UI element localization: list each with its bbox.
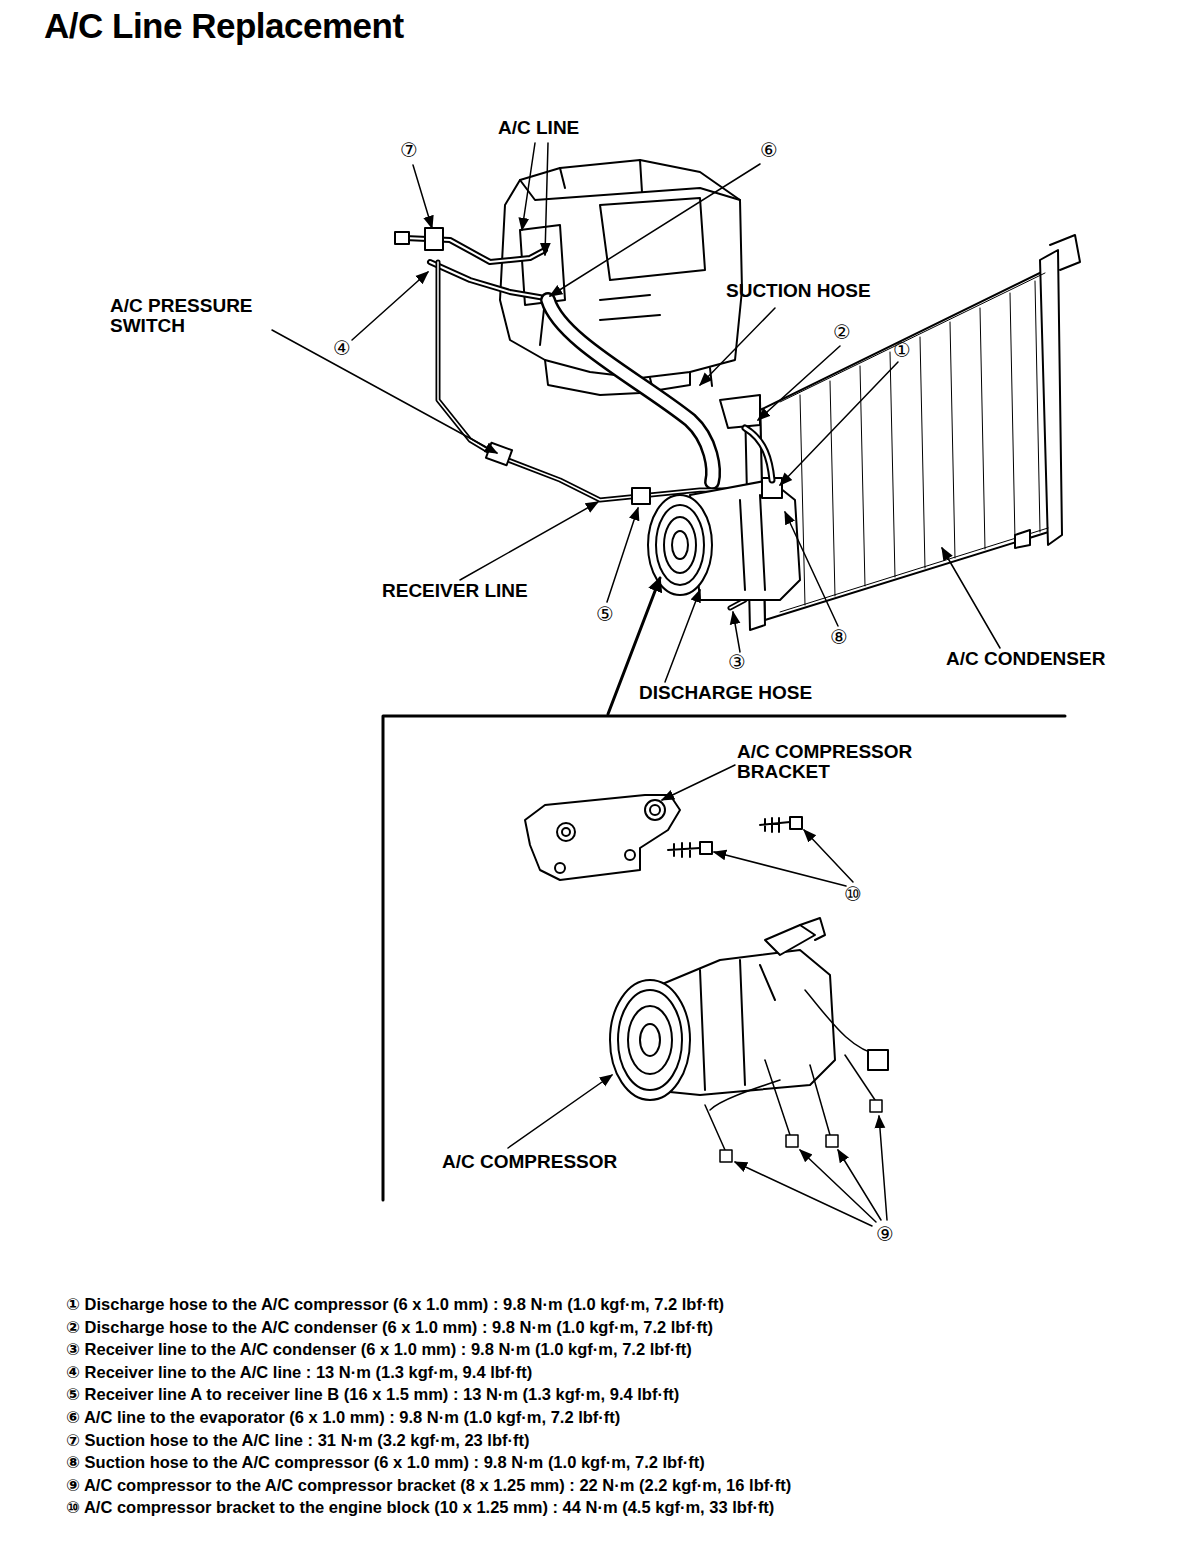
part-label: SUCTION HOSE — [726, 281, 871, 301]
callout-number: ④ — [333, 338, 351, 359]
receiver-line-inner — [438, 262, 745, 608]
line-joint — [632, 488, 650, 504]
torque-spec: ② Discharge hose to the A/C condenser (6… — [66, 1319, 713, 1336]
part-label: A/C LINE — [498, 118, 579, 138]
callout-number: ② — [833, 322, 851, 343]
callout-number: ① — [893, 340, 911, 361]
part-label: A/C COMPRESSOR — [442, 1152, 617, 1172]
bolt — [668, 817, 802, 857]
suction-hose — [548, 300, 713, 482]
torque-spec: ⑥ A/C line to the evaporator (6 x 1.0 mm… — [66, 1409, 620, 1426]
inset-frame — [383, 716, 1065, 1200]
torque-spec: ⑦ Suction hose to the A/C line : 31 N·m … — [66, 1432, 529, 1449]
torque-spec: ⑩ A/C compressor bracket to the engine b… — [66, 1499, 774, 1516]
compressor — [648, 478, 800, 600]
compressor-inset — [610, 918, 888, 1110]
receiver-line — [438, 262, 745, 608]
discharge-hose — [745, 428, 772, 480]
torque-spec: ⑨ A/C compressor to the A/C compressor b… — [66, 1477, 791, 1494]
torque-spec: ④ Receiver line to the A/C line : 13 N·m… — [66, 1364, 532, 1381]
torque-spec: ⑧ Suction hose to the A/C compressor (6 … — [66, 1454, 705, 1471]
callout-number: ③ — [728, 652, 746, 673]
discharge-hose-inner — [745, 428, 772, 480]
leader-line — [272, 143, 1000, 1226]
suction-hose-inner — [548, 300, 713, 482]
callout-number: ⑨ — [876, 1224, 894, 1245]
part-label: A/C CONDENSER — [946, 649, 1105, 669]
part-label: A/C COMPRESSOR BRACKET — [737, 742, 952, 782]
callout-number: ⑤ — [596, 604, 614, 625]
page-title: A/C Line Replacement — [44, 8, 404, 45]
torque-spec: ⑤ Receiver line A to receiver line B (16… — [66, 1386, 679, 1403]
pressure-switch — [486, 443, 512, 466]
callout-number: ⑩ — [844, 884, 862, 905]
callout-number: ⑦ — [400, 140, 418, 161]
bolt — [705, 1055, 882, 1162]
callout-number: ⑧ — [830, 627, 848, 648]
part-label: A/C PRESSURE SWITCH — [110, 296, 290, 336]
torque-spec: ① Discharge hose to the A/C compressor (… — [66, 1296, 724, 1313]
line-joint — [425, 228, 443, 250]
line-fitting — [395, 232, 409, 244]
torque-spec: ③ Receiver line to the A/C condenser (6 … — [66, 1341, 692, 1358]
callout-number: ⑥ — [760, 140, 778, 161]
part-label: DISCHARGE HOSE — [639, 683, 812, 703]
compressor-bracket — [525, 795, 680, 880]
part-label: RECEIVER LINE — [382, 581, 528, 601]
